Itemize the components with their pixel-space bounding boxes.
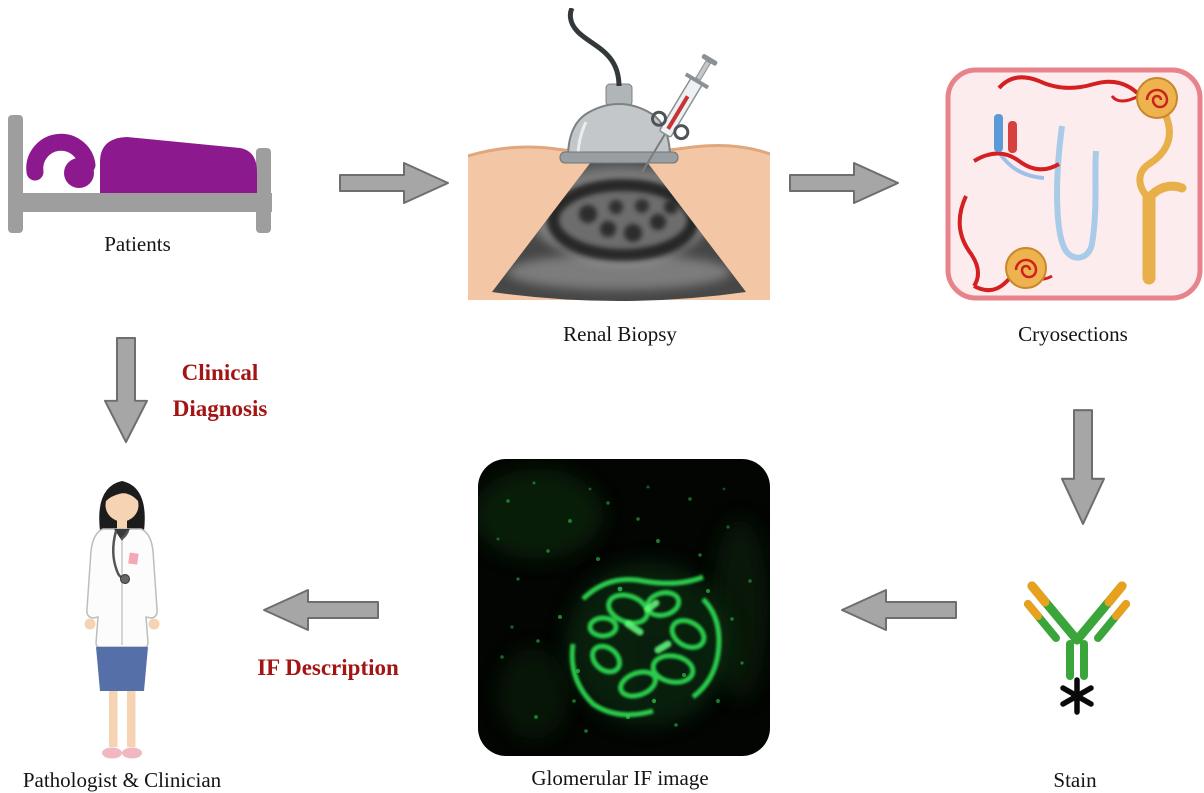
pathologist-clinician-label: Pathologist & Clinician [22, 768, 222, 792]
arrow-cryosections-to-stain [1061, 409, 1105, 525]
renal-biopsy-illustration [467, 6, 771, 302]
renal-biopsy-label: Renal Biopsy [563, 322, 677, 346]
if-speckles [496, 481, 752, 733]
biopsy-syringe-icon [641, 54, 718, 173]
cryosections-label: Cryosections [1018, 322, 1128, 346]
patients-label: Patients [104, 232, 171, 256]
stain-label: Stain [1053, 768, 1097, 792]
arrow-if-image-to-pathologist [263, 589, 379, 631]
cryosections-illustration [944, 66, 1204, 302]
pathologist-figure [67, 467, 177, 762]
arrow-biopsy-to-cryosections [789, 162, 899, 204]
fluorophore-asterisk-icon [1060, 677, 1094, 715]
arrow-patients-to-biopsy [339, 162, 449, 204]
ultrasound-probe-icon [559, 6, 679, 164]
glomerular-if-image [478, 459, 770, 756]
arrow-stain-to-if-image [841, 589, 957, 631]
arrow-patients-to-pathologist [104, 336, 148, 444]
glomerular-if-image-label: Glomerular IF image [531, 766, 709, 790]
antibody-stain-icon [1012, 572, 1144, 720]
clinical-diagnosis-label: Clinical Diagnosis [172, 360, 268, 421]
if-description-label: IF Description [257, 655, 399, 680]
patient-bed-icon [5, 110, 275, 236]
